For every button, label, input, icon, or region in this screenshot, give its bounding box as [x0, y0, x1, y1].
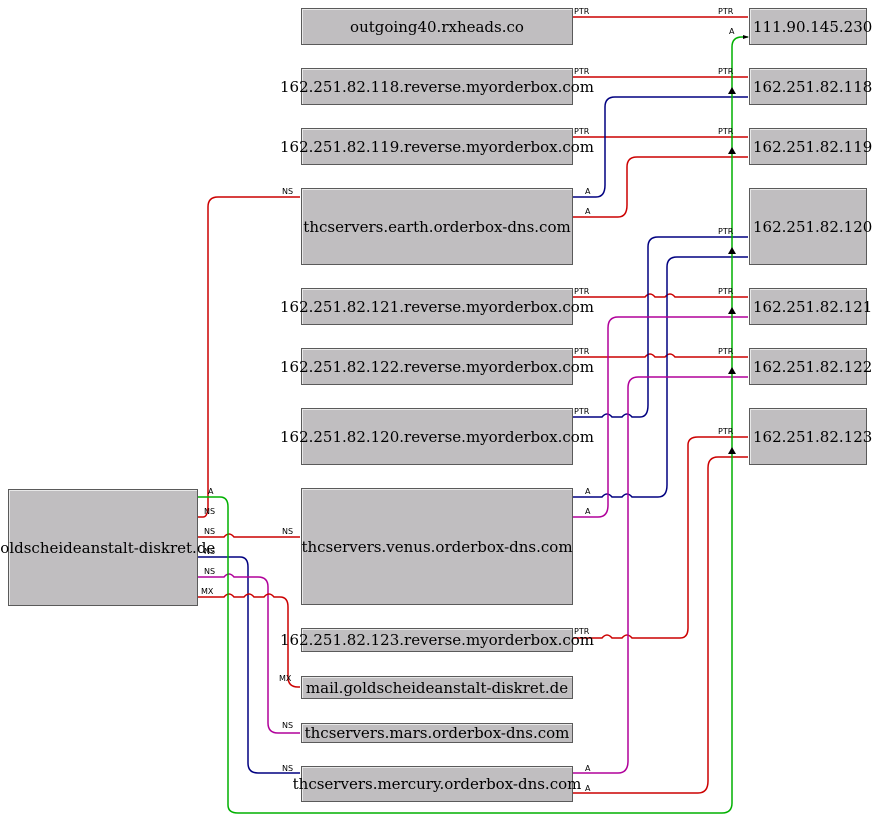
node-earth[interactable]: thcservers.earth.orderbox-dns.com — [301, 188, 573, 265]
node-label: 162.251.82.123 — [753, 427, 873, 446]
node-ip120[interactable]: 162.251.82.120 — [749, 188, 872, 265]
label-ptr: PTR — [718, 67, 734, 76]
label-a: A — [729, 27, 735, 36]
node-label: mail.goldscheideanstalt-diskret.de — [305, 678, 569, 697]
node-ip119[interactable]: 162.251.82.119 — [749, 128, 872, 165]
edge-a-earth-119 — [573, 156, 748, 218]
edge-ptr-rev120 — [573, 236, 748, 418]
node-rev121[interactable]: 162.251.82.121.reverse.myorderbox.com — [280, 288, 594, 325]
edge-ns-earth — [198, 196, 300, 518]
edge-ns-venus — [198, 533, 300, 538]
node-label: 162.251.82.120 — [753, 217, 873, 236]
node-venus[interactable]: thcservers.venus.orderbox-dns.com — [301, 488, 573, 605]
node-label: thcservers.earth.orderbox-dns.com — [303, 217, 571, 236]
node-label: 162.251.82.120.reverse.myorderbox.com — [279, 427, 595, 446]
node-mars[interactable]: thcservers.mars.orderbox-dns.com — [301, 723, 573, 743]
label-ptr: PTR — [718, 127, 734, 136]
label-a: A — [585, 764, 591, 773]
node-ip123[interactable]: 162.251.82.123 — [749, 408, 872, 465]
label-a: A — [585, 784, 591, 793]
edge-ns-mercury — [198, 556, 300, 774]
label-a: A — [585, 507, 591, 516]
node-rev123[interactable]: 162.251.82.123.reverse.myorderbox.com — [280, 628, 594, 652]
node-ip122[interactable]: 162.251.82.122 — [749, 348, 872, 385]
node-domain[interactable]: goldscheideanstalt-diskret.de — [0, 489, 215, 606]
edge-ptr-rev123 — [573, 436, 748, 639]
node-label: 162.251.82.122.reverse.myorderbox.com — [279, 357, 595, 376]
label-ptr: PTR — [718, 427, 734, 436]
label-a: A — [585, 187, 591, 196]
label-a: A — [585, 487, 591, 496]
label-ns: NS — [204, 527, 215, 536]
label-ptr: PTR — [574, 67, 590, 76]
node-label: 162.251.82.123.reverse.myorderbox.com — [279, 631, 595, 649]
label-ptr: PTR — [718, 227, 734, 236]
node-ip230[interactable]: 111.90.145.230 — [749, 8, 872, 45]
node-label: thcservers.venus.orderbox-dns.com — [301, 537, 573, 556]
label-ptr: PTR — [574, 407, 590, 416]
label-ns: NS — [204, 507, 215, 516]
label-ns: NS — [204, 547, 215, 556]
node-ip121[interactable]: 162.251.82.121 — [749, 288, 872, 325]
label-ns: NS — [282, 721, 293, 730]
node-label: thcservers.mercury.orderbox-dns.com — [292, 775, 582, 793]
node-label: outgoing40.rxheads.co — [350, 17, 524, 36]
label-a: A — [208, 487, 214, 496]
label-ns: NS — [282, 187, 293, 196]
edge-mx-mail — [198, 593, 300, 688]
label-ptr: PTR — [718, 287, 734, 296]
edge-a-earth-118 — [573, 96, 748, 198]
node-rev118[interactable]: 162.251.82.118.reverse.myorderbox.com — [280, 68, 594, 105]
edge-a-mercury-122 — [573, 376, 748, 774]
node-label: 162.251.82.119 — [753, 137, 873, 156]
label-mx: MX — [279, 674, 292, 683]
label-ptr: PTR — [574, 127, 590, 136]
node-label: 162.251.82.122 — [753, 357, 873, 376]
node-outgoing[interactable]: outgoing40.rxheads.co — [301, 8, 573, 45]
node-label: goldscheideanstalt-diskret.de — [0, 538, 216, 557]
edge-a-domain-230 — [198, 36, 748, 814]
label-ptr: PTR — [574, 347, 590, 356]
node-rev119[interactable]: 162.251.82.119.reverse.myorderbox.com — [280, 128, 594, 165]
node-label: 162.251.82.121 — [753, 297, 873, 316]
node-label: 111.90.145.230 — [753, 17, 873, 36]
label-ptr: PTR — [718, 7, 734, 16]
label-ptr: PTR — [574, 287, 590, 296]
label-ns: NS — [204, 567, 215, 576]
edge-a-mercury-123 — [573, 456, 748, 794]
node-label: 162.251.82.119.reverse.myorderbox.com — [279, 137, 595, 156]
label-ptr: PTR — [574, 627, 590, 636]
node-rev122[interactable]: 162.251.82.122.reverse.myorderbox.com — [280, 348, 594, 385]
label-mx: MX — [201, 587, 214, 596]
node-rev120[interactable]: 162.251.82.120.reverse.myorderbox.com — [280, 408, 594, 465]
label-ns: NS — [282, 527, 293, 536]
label-ptr: PTR — [574, 7, 590, 16]
node-label: 162.251.82.121.reverse.myorderbox.com — [279, 297, 595, 316]
label-ns: NS — [282, 764, 293, 773]
node-mercury[interactable]: thcservers.mercury.orderbox-dns.com — [293, 766, 581, 802]
edge-a-venus-120 — [573, 256, 748, 498]
label-ptr: PTR — [718, 347, 734, 356]
node-ip118[interactable]: 162.251.82.118 — [749, 68, 872, 105]
edge-a-venus-121 — [573, 316, 748, 518]
node-label: 162.251.82.118.reverse.myorderbox.com — [279, 77, 595, 96]
node-label: thcservers.mars.orderbox-dns.com — [304, 724, 570, 742]
node-mail[interactable]: mail.goldscheideanstalt-diskret.de — [301, 676, 573, 699]
label-a: A — [585, 207, 591, 216]
node-label: 162.251.82.118 — [753, 77, 873, 96]
